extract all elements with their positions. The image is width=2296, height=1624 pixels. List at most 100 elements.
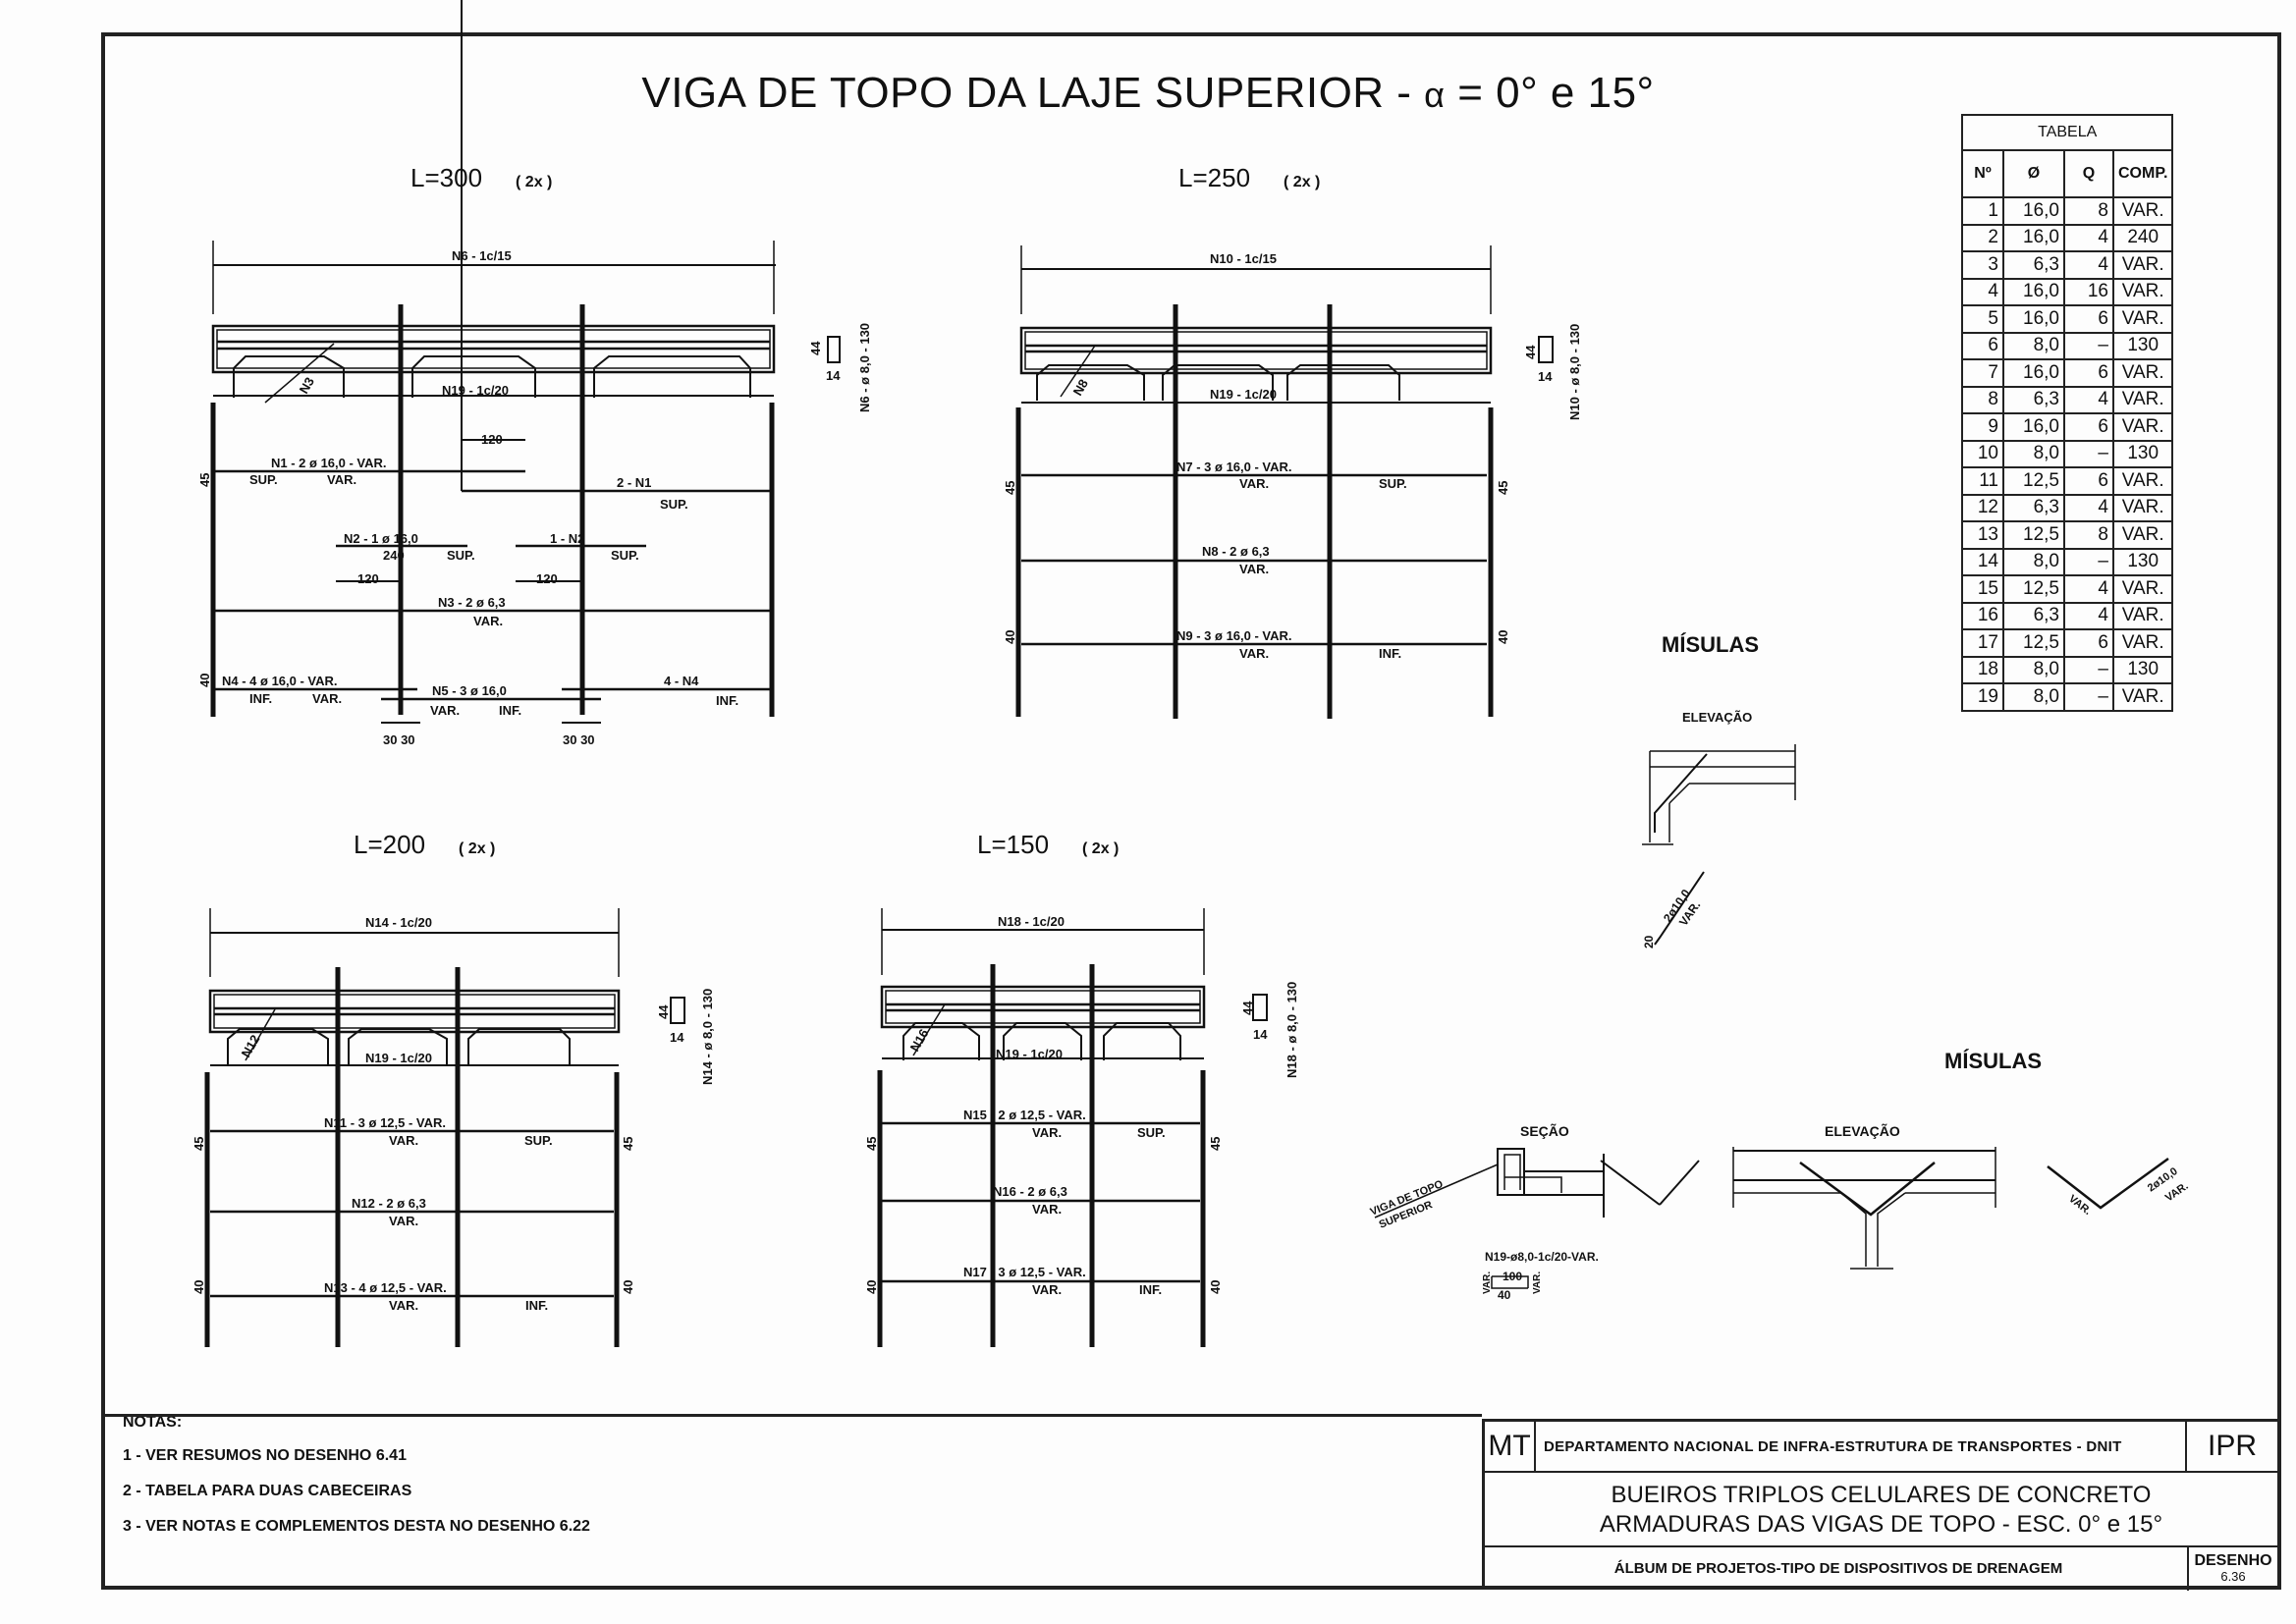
var-label: VAR. <box>1482 1272 1493 1294</box>
table-cell: 8,0 <box>2002 655 2065 684</box>
bar-shape <box>2047 1157 2169 1210</box>
dim-label: 45 <box>621 1137 635 1151</box>
section-width-label: 14 <box>670 1030 684 1045</box>
table-cell: VAR. <box>2111 628 2174 658</box>
beam-drawing-l200 <box>204 908 685 1347</box>
table-cell: VAR. <box>2111 466 2174 496</box>
table-cell: – <box>2063 682 2114 712</box>
stirrup-detail <box>1491 1275 1529 1289</box>
title-angles: = 0° e 15° <box>1445 69 1655 117</box>
table-cell: 11 <box>1961 466 2004 496</box>
bar-sub-label: VAR. <box>1239 646 1269 661</box>
bar-label-n1: N1 - 2 ø 16,0 - VAR. <box>271 456 387 470</box>
leader-line <box>1060 345 1096 398</box>
bar-sub-label: VAR. <box>389 1298 418 1313</box>
bar-shape <box>1504 1176 1562 1193</box>
table-cell: 5 <box>1961 304 2004 334</box>
bar-sub-label: SUP. <box>249 472 278 487</box>
notes-divider <box>101 1414 1482 1417</box>
table-cell: 18 <box>1961 655 2004 684</box>
bottom-stirrup-label: N19 - 1c/20 <box>442 383 509 398</box>
table-header: COMP. <box>2111 149 2174 198</box>
sheet-title: VIGA DE TOPO DA LAJE SUPERIOR - α = 0° e… <box>0 69 2296 118</box>
beam-multiplier: ( 2x ) <box>459 840 496 857</box>
department-label: DEPARTAMENTO NACIONAL DE INFRA-ESTRUTURA… <box>1544 1438 2122 1455</box>
section-height-label: 44 <box>656 1004 671 1019</box>
bar-label-n8: N8 - 2 ø 6,3 <box>1202 544 1270 559</box>
table-cell: VAR. <box>2111 574 2174 604</box>
bar-sub-label: VAR. <box>1239 476 1269 491</box>
beam-length: L=150 <box>977 830 1050 859</box>
haunch <box>1103 1022 1181 1060</box>
table-cell: 16 <box>2063 277 2114 306</box>
table-cell: 14 <box>1961 547 2004 576</box>
table-cell: VAR. <box>2111 250 2174 280</box>
dim-label: 20 <box>1642 935 1656 948</box>
beam-outline <box>1019 326 1493 375</box>
section-height-label: 44 <box>808 341 823 355</box>
beam-multiplier: ( 2x ) <box>1082 840 1120 857</box>
bar-sub-label: VAR. <box>327 472 356 487</box>
table-cell: VAR. <box>2111 682 2174 712</box>
notes-heading: NOTAS: <box>123 1414 183 1431</box>
bar-sub-label: VAR. <box>430 703 460 718</box>
beam-title-l300: L=300( 2x ) <box>410 163 552 193</box>
table-cell: 2 <box>1961 223 2004 252</box>
bar-sub-label: INF. <box>525 1298 548 1313</box>
bar-label-n5: N5 - 3 ø 16,0 <box>432 683 507 698</box>
bar-sub-label: VAR. <box>1239 562 1269 576</box>
bar-sub-label: 240 <box>383 548 405 563</box>
table-cell: 10 <box>1961 439 2004 468</box>
dim-label: 120 <box>536 571 558 586</box>
dim-label: 45 <box>197 473 212 487</box>
table-cell: 8,0 <box>2002 439 2065 468</box>
bar-label-n4: N4 - 4 ø 16,0 - VAR. <box>222 674 338 688</box>
bottom-stirrup-label: N19 - 1c/20 <box>365 1051 432 1065</box>
drawing-number-box: DESENHO 6.36 <box>2187 1547 2277 1591</box>
bar-sub-label: VAR. <box>389 1214 418 1228</box>
table-cell: 6,3 <box>2002 601 2065 630</box>
misulas-detail-1 <box>1642 744 1796 946</box>
table-cell: 130 <box>2111 655 2174 684</box>
bar-label-n13: N13 - 4 ø 12,5 - VAR. <box>324 1280 447 1295</box>
bar-label-n17: N17 - 3 ø 12,5 - VAR. <box>963 1265 1086 1279</box>
table-cell: 12,5 <box>2002 520 2065 550</box>
album-label: ÁLBUM DE PROJETOS-TIPO DE DISPOSITIVOS D… <box>1613 1560 2063 1577</box>
dim-label: 40 <box>191 1280 206 1294</box>
bar-label-n12: N12 - 2 ø 6,3 <box>352 1196 426 1211</box>
haunch <box>227 1028 329 1065</box>
table-cell: 16,0 <box>2002 196 2065 226</box>
beam-title-l150: L=150 ( 2x ) <box>977 830 1119 860</box>
table-cell: 6 <box>2063 358 2114 388</box>
beam-inner <box>885 990 1201 1024</box>
table-cell: 4 <box>2063 601 2114 630</box>
table-cell: 9 <box>1961 412 2004 442</box>
dim-label: 30 30 <box>383 732 415 747</box>
table-cell: VAR. <box>2111 385 2174 414</box>
dim-label: 45 <box>1003 481 1017 495</box>
bar-sub-label: VAR. <box>2066 1193 2093 1218</box>
table-cell: 8,0 <box>2002 547 2065 576</box>
table-cell: 4 <box>2063 385 2114 414</box>
table-cell: 3 <box>1961 250 2004 280</box>
table-cell: 4 <box>2063 223 2114 252</box>
bar-sub-label: VAR. <box>473 614 503 628</box>
table-cell: 6 <box>2063 466 2114 496</box>
section-width-label: 14 <box>1253 1027 1268 1042</box>
haunch <box>1286 364 1400 401</box>
misula-bar <box>1654 753 1708 833</box>
bar-sub-label: SUP. <box>1137 1125 1166 1140</box>
bar-shape <box>1654 871 1705 946</box>
table-cell: 4 <box>2063 574 2114 604</box>
dim-label: 100 <box>1503 1270 1522 1283</box>
dim-label: 45 <box>864 1137 879 1151</box>
bar-sub-label: VAR. <box>312 691 342 706</box>
leader-line <box>264 343 335 404</box>
